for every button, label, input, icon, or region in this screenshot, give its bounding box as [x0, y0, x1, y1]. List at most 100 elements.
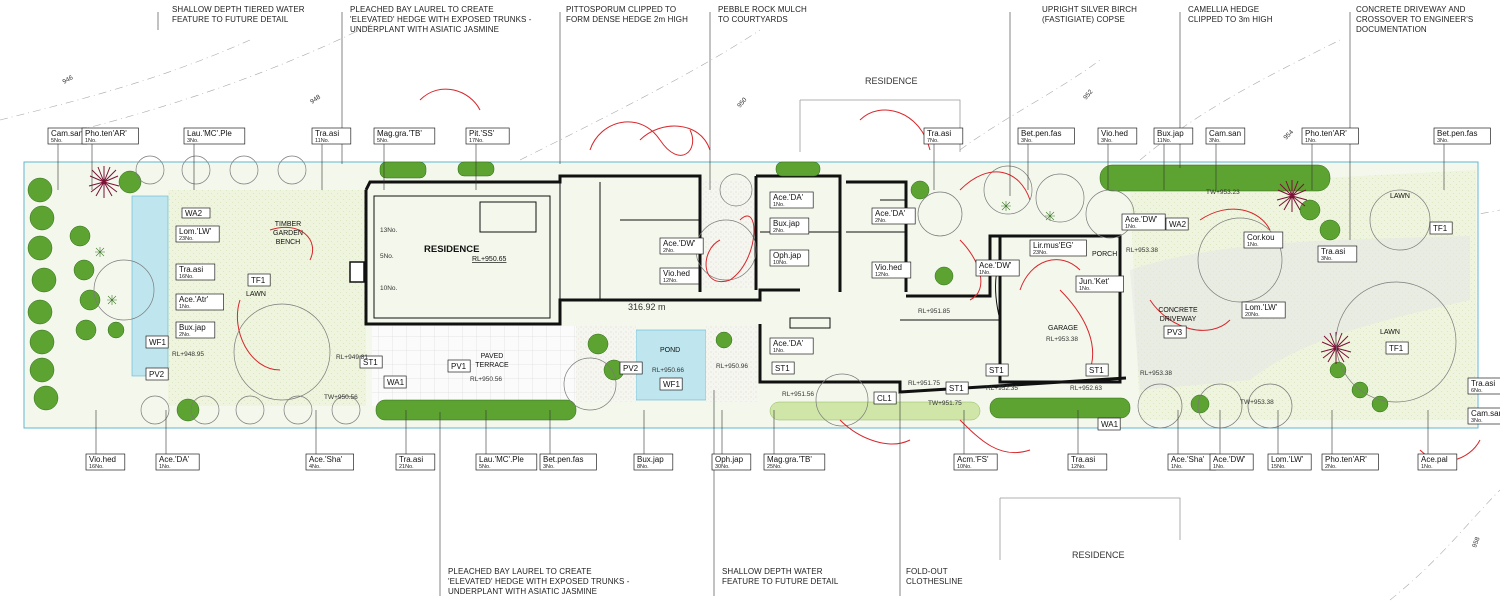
plant-qty: 16No.: [89, 464, 104, 470]
plant-qty: 1No.: [1125, 224, 1137, 230]
plant-tag: Ace.'DW'1No.: [1121, 213, 1166, 231]
garage-label: GARAGE: [1048, 325, 1078, 332]
plant-qty: 4No.: [309, 464, 321, 470]
plant-code: Bet.pen.fas: [1437, 129, 1477, 138]
plant-qty: 3No.: [1321, 256, 1333, 262]
plant-code: Pit.'SS': [469, 129, 495, 138]
plant-tag: Ace.'DA'1No.: [769, 191, 814, 209]
lawn-right-top-label: LAWN: [1390, 193, 1410, 200]
plant-qty: 1No.: [85, 138, 97, 144]
plant-qty: 8No.: [637, 464, 649, 470]
room-count: 5No.: [380, 253, 394, 260]
zone-code: WF1: [145, 335, 169, 349]
plant-code: Ace.'DW': [663, 239, 696, 248]
plant-qty: 5No.: [51, 138, 63, 144]
plant-code: Lau.'MC'.Ple: [187, 129, 232, 138]
plant-qty: 21No.: [399, 464, 414, 470]
plant-code: Tra.asi: [1321, 247, 1345, 256]
contour-958: 958: [1471, 536, 1481, 549]
callout-text: UPRIGHT SILVER BIRCH(FASTIGIATE) COPSE: [1042, 5, 1137, 24]
lawn-right-bottom-label: LAWN: [1380, 329, 1400, 336]
plant-tag: Pho.ten'AR'2No.: [1321, 453, 1379, 471]
groundcover-icon: [1000, 200, 1012, 212]
plant-qty: 3No.: [1101, 138, 1113, 144]
plant-qty: 25No.: [767, 464, 782, 470]
zone-code-text: ST1: [363, 358, 378, 367]
plant-code: Vio.hed: [875, 263, 902, 272]
plant-code: Ace.'DA': [773, 193, 804, 202]
plant-tag: Pho.ten'AR'1No.: [81, 127, 139, 145]
groundcover-icon: [106, 294, 118, 306]
plant-tag: Lom.'LW'23No.: [175, 225, 220, 243]
plant-tags-bottom: Vio.hed16No.Ace.'DA'1No.Ace.'Sha'4No.Tra…: [85, 377, 1500, 471]
level-label: RL+952.63: [1070, 385, 1102, 392]
existing-tree-markup: [236, 88, 1481, 462]
zone-code-text: TF1: [251, 276, 266, 285]
zone-code-text: TF1: [1389, 344, 1404, 353]
plant-code: Ace.'DA': [875, 209, 906, 218]
plant-qty: 7No.: [927, 138, 939, 144]
residence-building: [349, 174, 1127, 394]
plant-qty: 11No.: [1157, 138, 1172, 144]
plant-tag: Lir.mus'EG'23No.: [1029, 239, 1087, 257]
plant-tag: Ace.'DW'1No.: [975, 259, 1020, 277]
zone-code: CL1: [873, 391, 897, 405]
zone-code-text: PV2: [149, 370, 165, 379]
plant-code: Ace.'Sha': [1171, 455, 1205, 464]
plant-code: Bux.jap: [1157, 129, 1184, 138]
plant-qty: 15No.: [1271, 464, 1286, 470]
plant-code: Bet.pen.fas: [1021, 129, 1061, 138]
plant-tag: WA2: [181, 207, 211, 219]
plant-qty: 3No.: [1021, 138, 1033, 144]
plant-tag: Pho.ten'AR'1No.: [1301, 127, 1359, 145]
plant-tag: Lom.'LW'20No.: [1241, 301, 1286, 319]
paved-terrace: [372, 326, 576, 406]
plant-qty: 1No.: [159, 464, 171, 470]
plant-qty: 1No.: [1421, 464, 1433, 470]
plant-qty: 12No.: [875, 272, 890, 278]
level-label: RL+950.96: [716, 363, 748, 370]
plant-qty: 10No.: [773, 260, 788, 266]
plant-code: Ace.'DA': [159, 455, 190, 464]
plant-qty: 1No.: [979, 270, 991, 276]
plant-qty: 17No.: [469, 138, 484, 144]
level-label: TW+950.56: [324, 394, 358, 401]
zone-code-text: WA1: [1101, 420, 1119, 429]
plant-qty: 2No.: [773, 228, 785, 234]
plant-code: Cor.kou: [1247, 233, 1275, 242]
plant-code: Jun.'Ket': [1079, 277, 1110, 286]
zone-code: PV2: [145, 367, 169, 381]
plant-qty: 3No.: [187, 138, 199, 144]
level-label: RL+951.85: [918, 308, 950, 315]
plant-code: Lom.'LW': [1271, 455, 1304, 464]
plant-tags-inner: WA2Lom.'LW'23No.Tra.asi16No.Ace.'Atr'1No…: [175, 191, 1358, 355]
level-label: RL+950.66: [652, 367, 684, 374]
plant-qty: 3No.: [543, 464, 555, 470]
plant-qty: 10No.: [957, 464, 972, 470]
plant-code: Vio.hed: [1101, 129, 1128, 138]
plant-tag: Ace.'DW'2No.: [659, 237, 704, 255]
room-count: 13No.: [380, 227, 398, 234]
plant-tag: Mag.gra.'TB'25No.: [763, 453, 826, 471]
residence-title: RESIDENCE: [424, 244, 479, 255]
zone-code: TF1: [1429, 221, 1453, 235]
contour-946: 946: [62, 74, 75, 86]
plant-code: Vio.hed: [89, 455, 116, 464]
plant-code: Lir.mus'EG': [1033, 241, 1074, 250]
shrubs: [27, 170, 1389, 422]
plant-qty: 3No.: [1437, 138, 1449, 144]
zone-code-text: ST1: [1089, 366, 1104, 375]
